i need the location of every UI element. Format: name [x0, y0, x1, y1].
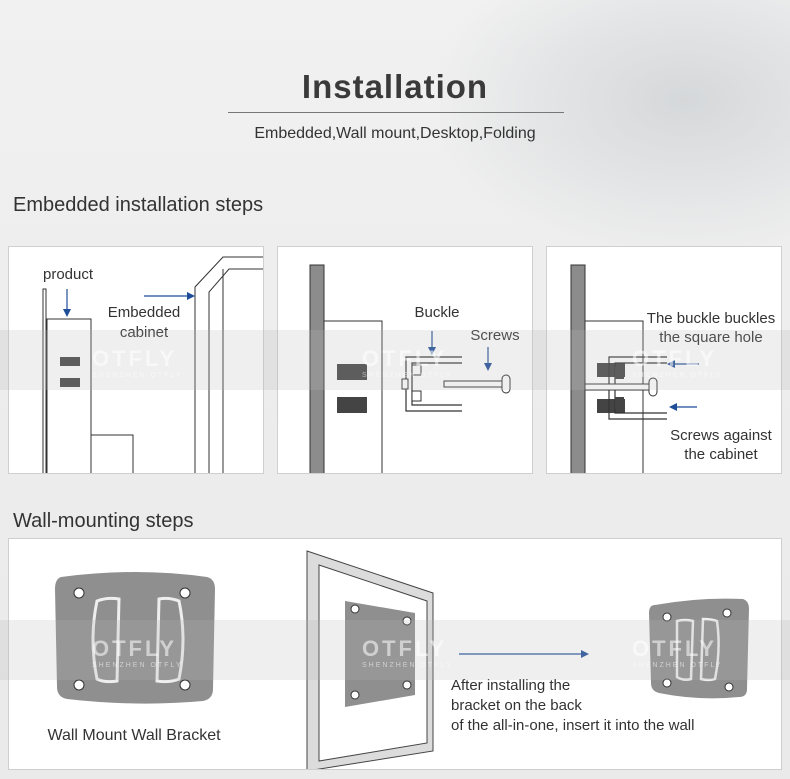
- instruction-line2: bracket on the back: [451, 697, 582, 714]
- title-divider: [228, 112, 564, 113]
- embedded-step1-panel: product Embedded cabinet: [8, 246, 264, 474]
- embedded-step3-panel: The buckle buckles the square hole Screw…: [546, 246, 782, 474]
- product-label: product: [43, 266, 94, 283]
- screw-head: [501, 374, 511, 394]
- page-title: Installation: [301, 68, 489, 105]
- background-photo: [440, 0, 790, 250]
- cabinet-label-line1: Embedded: [107, 304, 181, 321]
- cabinet-label-line2: cabinet: [119, 324, 169, 341]
- screws-label: Screws: [470, 327, 520, 344]
- wall-section-heading: Wall-mounting steps: [13, 510, 194, 532]
- instruction-line1: After installing the: [451, 677, 571, 694]
- embedded-step3-diagram: [570, 264, 699, 473]
- screws-cabinet-label-line2: the cabinet: [684, 446, 758, 463]
- embedded-step2-panel: Buckle Screws: [277, 246, 533, 474]
- embedded-step1-diagram: [42, 256, 263, 473]
- device-side: [570, 264, 586, 473]
- wall-mount-panel: Wall Mount Wall Bracket After installing…: [8, 538, 782, 770]
- device-side: [309, 264, 325, 473]
- embedded-step2-diagram: [309, 264, 511, 473]
- instruction-line3: of the all-in-one, insert it into the wa…: [451, 717, 695, 734]
- wall-mount-diagram: [55, 550, 749, 769]
- port-block: [60, 378, 80, 387]
- buckle-hole-label-line2: the square hole: [659, 329, 763, 346]
- embedded-section-heading: Embedded installation steps: [13, 194, 264, 216]
- port-block: [337, 397, 367, 413]
- small-bracket: [649, 598, 749, 699]
- page-subtitle: Embedded,Wall mount,Desktop,Folding: [254, 125, 536, 142]
- buckle-hole-label-line1: The buckle buckles: [646, 310, 776, 327]
- screws-cabinet-label-line1: Screws against: [670, 427, 772, 444]
- buckle-label: Buckle: [414, 304, 460, 321]
- port-block: [337, 364, 367, 380]
- screw-shaft: [443, 380, 505, 388]
- bracket-caption: Wall Mount Wall Bracket: [47, 727, 221, 744]
- monitor-bracket: [345, 601, 415, 707]
- port-block: [60, 357, 80, 366]
